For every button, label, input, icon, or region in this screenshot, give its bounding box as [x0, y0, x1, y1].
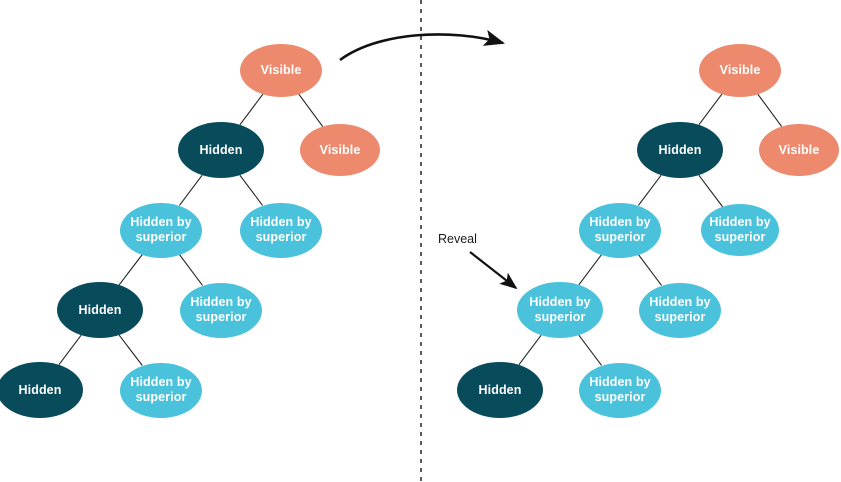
- tree-edge: [698, 93, 723, 126]
- tree-node-visible[interactable]: Visible: [240, 43, 322, 97]
- tree-edge: [178, 254, 204, 286]
- tree-node-superior[interactable]: Hidden by superior: [240, 202, 322, 258]
- tree-node-label: Hidden: [18, 382, 62, 397]
- tree-node-label: Hidden by superior: [589, 215, 651, 244]
- tree-node-label: Visible: [260, 62, 302, 77]
- tree-node-hidden[interactable]: Hidden: [0, 362, 83, 418]
- transform-arrow: [339, 29, 506, 62]
- tree-node-visible[interactable]: Visible: [300, 124, 380, 176]
- tree-node-label: Hidden by superior: [649, 295, 711, 324]
- tree-node-superior[interactable]: Hidden by superior: [579, 362, 661, 418]
- tree-node-label: Hidden by superior: [130, 375, 192, 404]
- tree-edge: [637, 254, 663, 286]
- tree-edge: [578, 334, 603, 366]
- tree-node-label: Hidden: [78, 302, 122, 317]
- tree-node-label: Hidden by superior: [529, 295, 591, 324]
- tree-node-label: Hidden by superior: [130, 215, 192, 244]
- tree-node-label: Hidden by superior: [250, 215, 312, 244]
- tree-edge: [637, 174, 662, 206]
- tree-node-superior[interactable]: Hidden by superior: [180, 282, 262, 338]
- tree-edge: [518, 334, 542, 366]
- tree-edge: [118, 334, 143, 366]
- tree-node-hidden[interactable]: Hidden: [178, 122, 264, 178]
- tree-node-label: Hidden: [658, 142, 702, 157]
- tree-node-label: Visible: [719, 62, 761, 77]
- tree-node-label: Visible: [319, 142, 361, 157]
- tree-edge: [239, 93, 264, 126]
- tree-node-visible[interactable]: Visible: [699, 43, 781, 97]
- tree-node-hidden[interactable]: Hidden: [457, 362, 543, 418]
- reveal-arrow: [469, 251, 518, 290]
- tree-node-label: Hidden: [199, 142, 243, 157]
- tree-node-visible[interactable]: Visible: [759, 124, 839, 176]
- tree-edge: [118, 254, 143, 286]
- tree-node-superior[interactable]: Hidden by superior: [120, 362, 202, 418]
- tree-edge: [58, 334, 82, 366]
- tree-edge: [757, 93, 783, 127]
- tree-node-superior[interactable]: Hidden by superior: [701, 204, 779, 256]
- tree-node-hidden[interactable]: Hidden: [637, 122, 723, 178]
- reveal-label: Reveal: [438, 232, 477, 246]
- tree-node-superior[interactable]: Hidden by superior: [639, 282, 721, 338]
- tree-edge: [298, 93, 324, 127]
- tree-node-hidden[interactable]: Hidden: [57, 282, 143, 338]
- tree-node-label: Hidden by superior: [190, 295, 252, 324]
- tree-node-superior[interactable]: Hidden by superior: [120, 202, 202, 258]
- tree-node-label: Hidden: [478, 382, 522, 397]
- tree-node-superior[interactable]: Hidden by superior: [517, 282, 603, 338]
- tree-edge: [578, 254, 603, 286]
- tree-edge: [239, 174, 264, 206]
- tree-edge: [698, 174, 723, 208]
- tree-node-label: Visible: [778, 142, 820, 157]
- tree-node-label: Hidden by superior: [589, 375, 651, 404]
- tree-node-superior[interactable]: Hidden by superior: [579, 202, 661, 258]
- tree-edge: [178, 174, 203, 206]
- tree-node-label: Hidden by superior: [709, 215, 771, 244]
